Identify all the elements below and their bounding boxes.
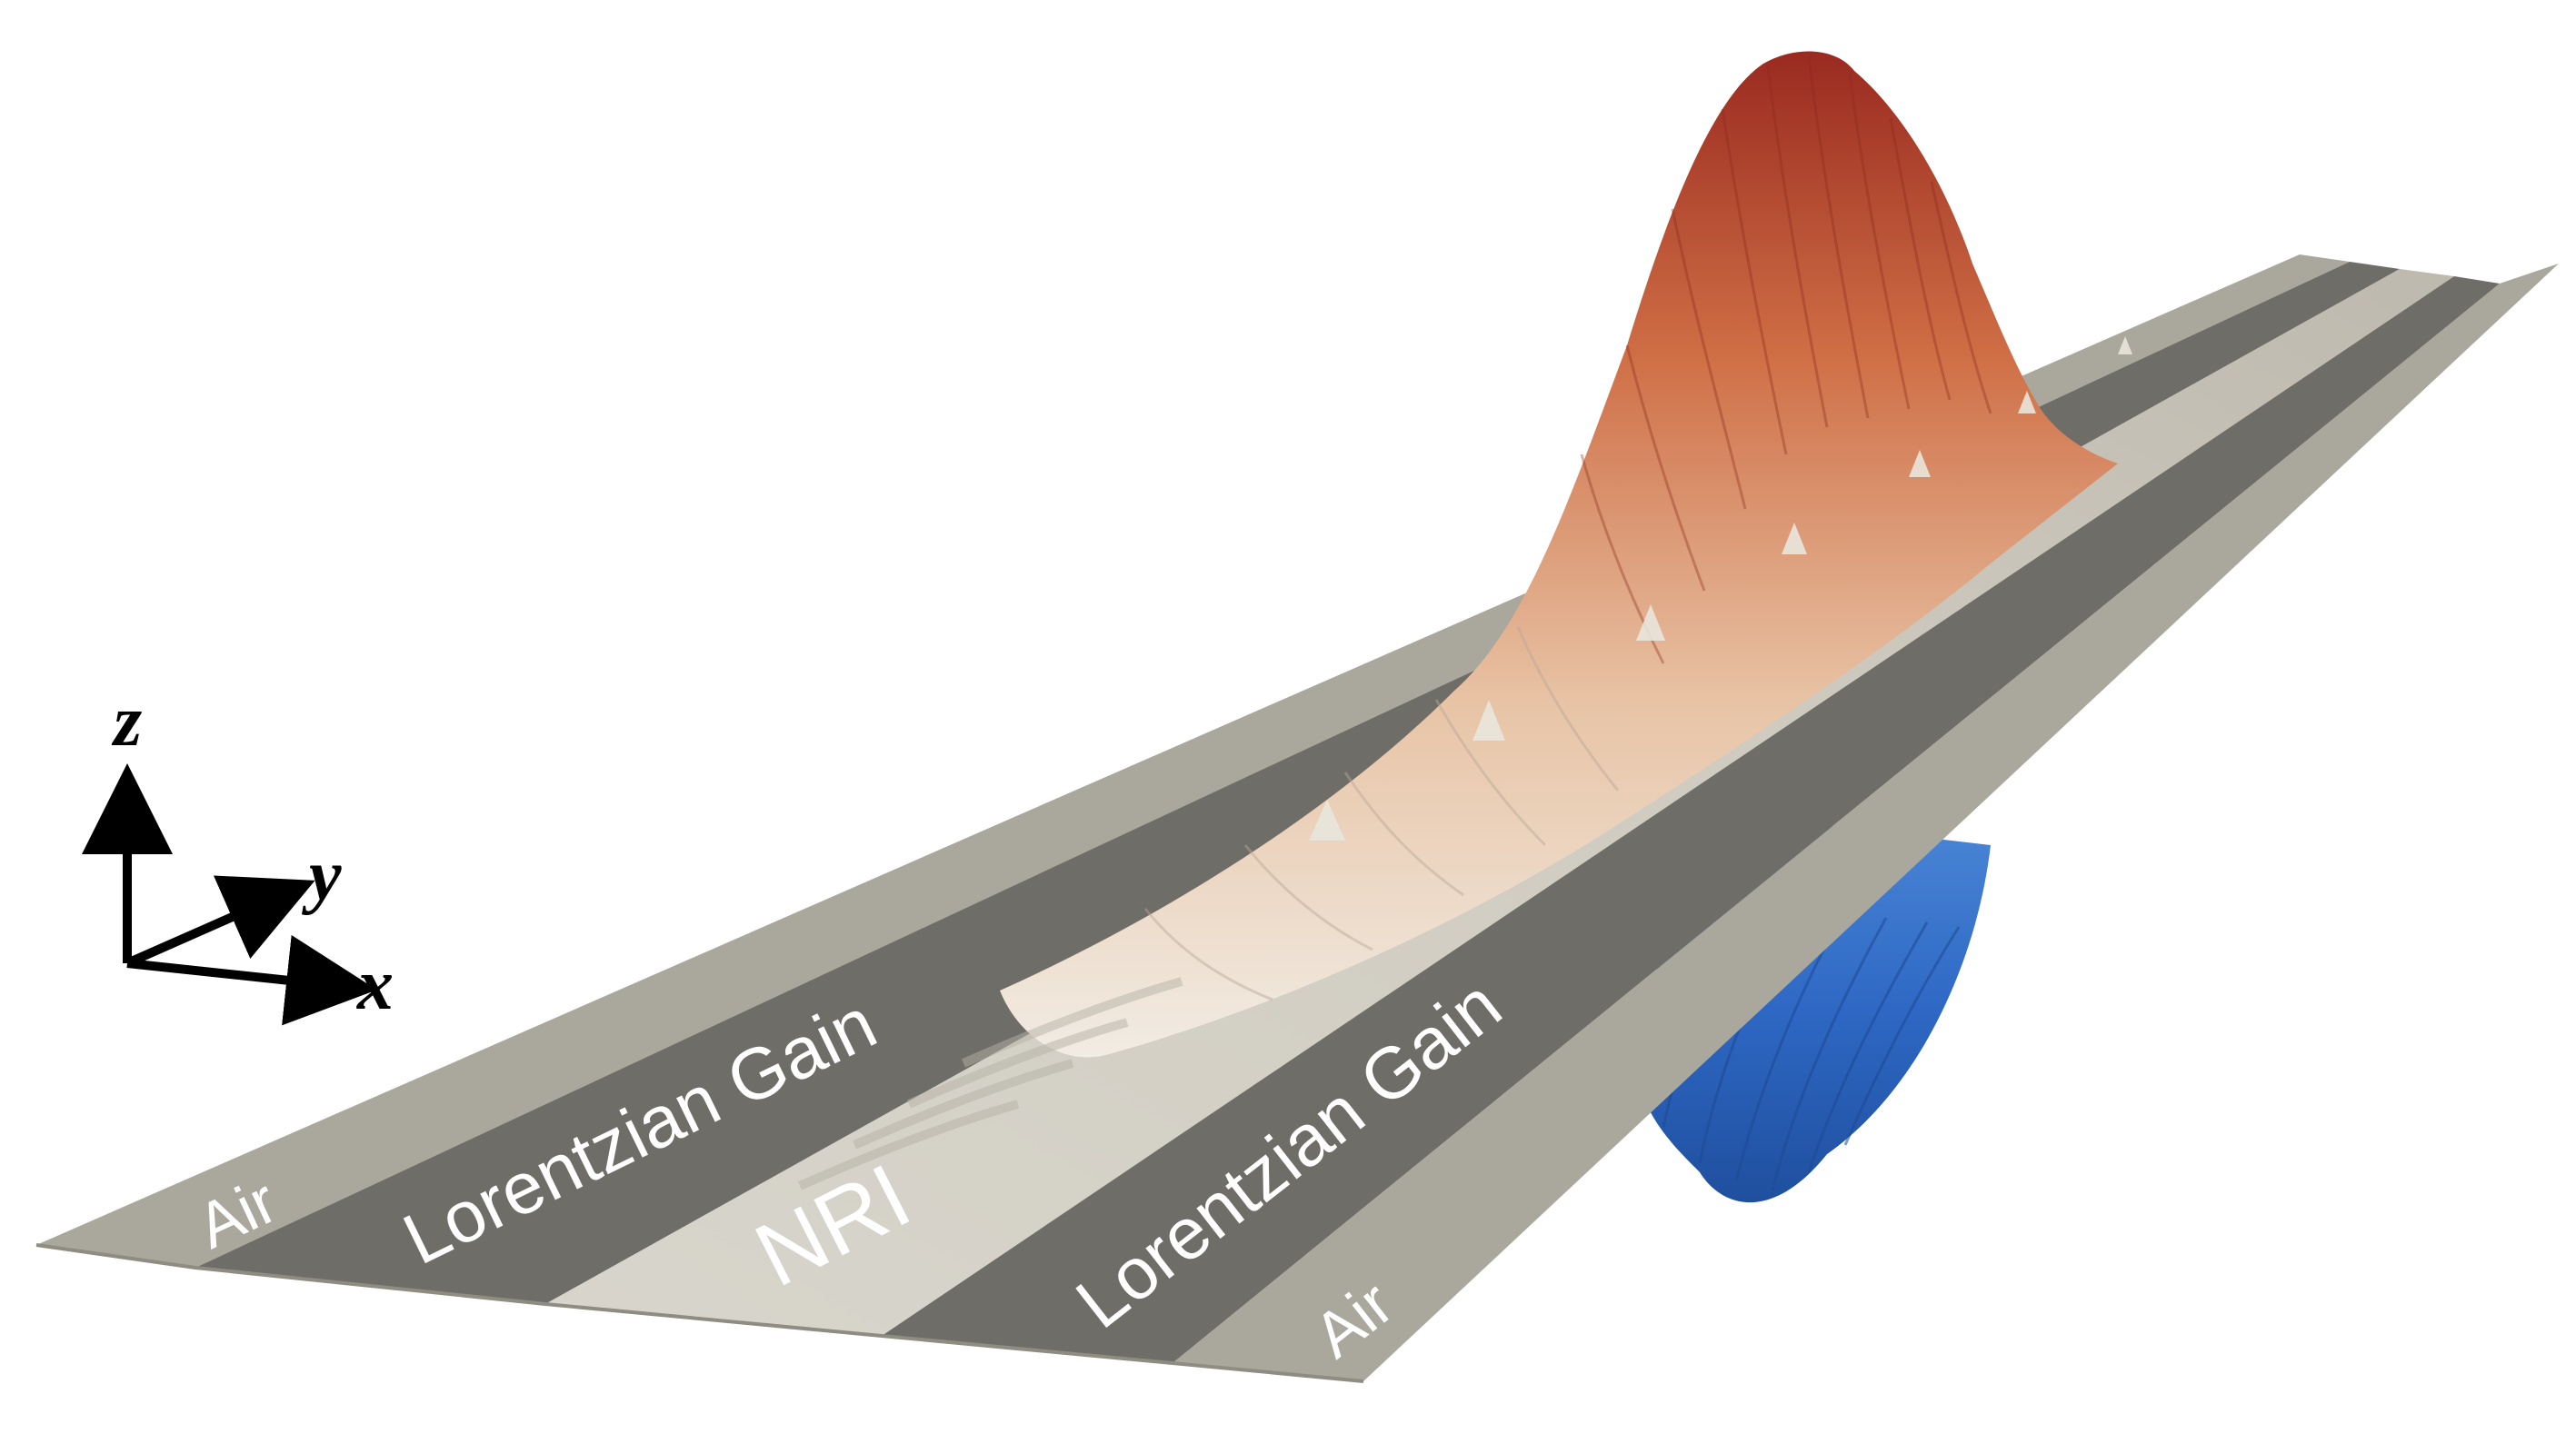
y-axis-arrow (125, 875, 315, 968)
gain-right-strip (882, 276, 2500, 1363)
gain-edge-spikes (1309, 336, 2132, 841)
air-right-strip (1173, 264, 2559, 1381)
y-axis-label: y (301, 836, 342, 916)
x-axis-label: x (356, 945, 394, 1025)
core-ripples (797, 977, 1183, 1190)
axes-triad: z y x (82, 682, 394, 1026)
x-axis-arrow (126, 934, 377, 1026)
field-positive-lobe (1000, 51, 2118, 1058)
z-axis-label: z (111, 682, 142, 762)
